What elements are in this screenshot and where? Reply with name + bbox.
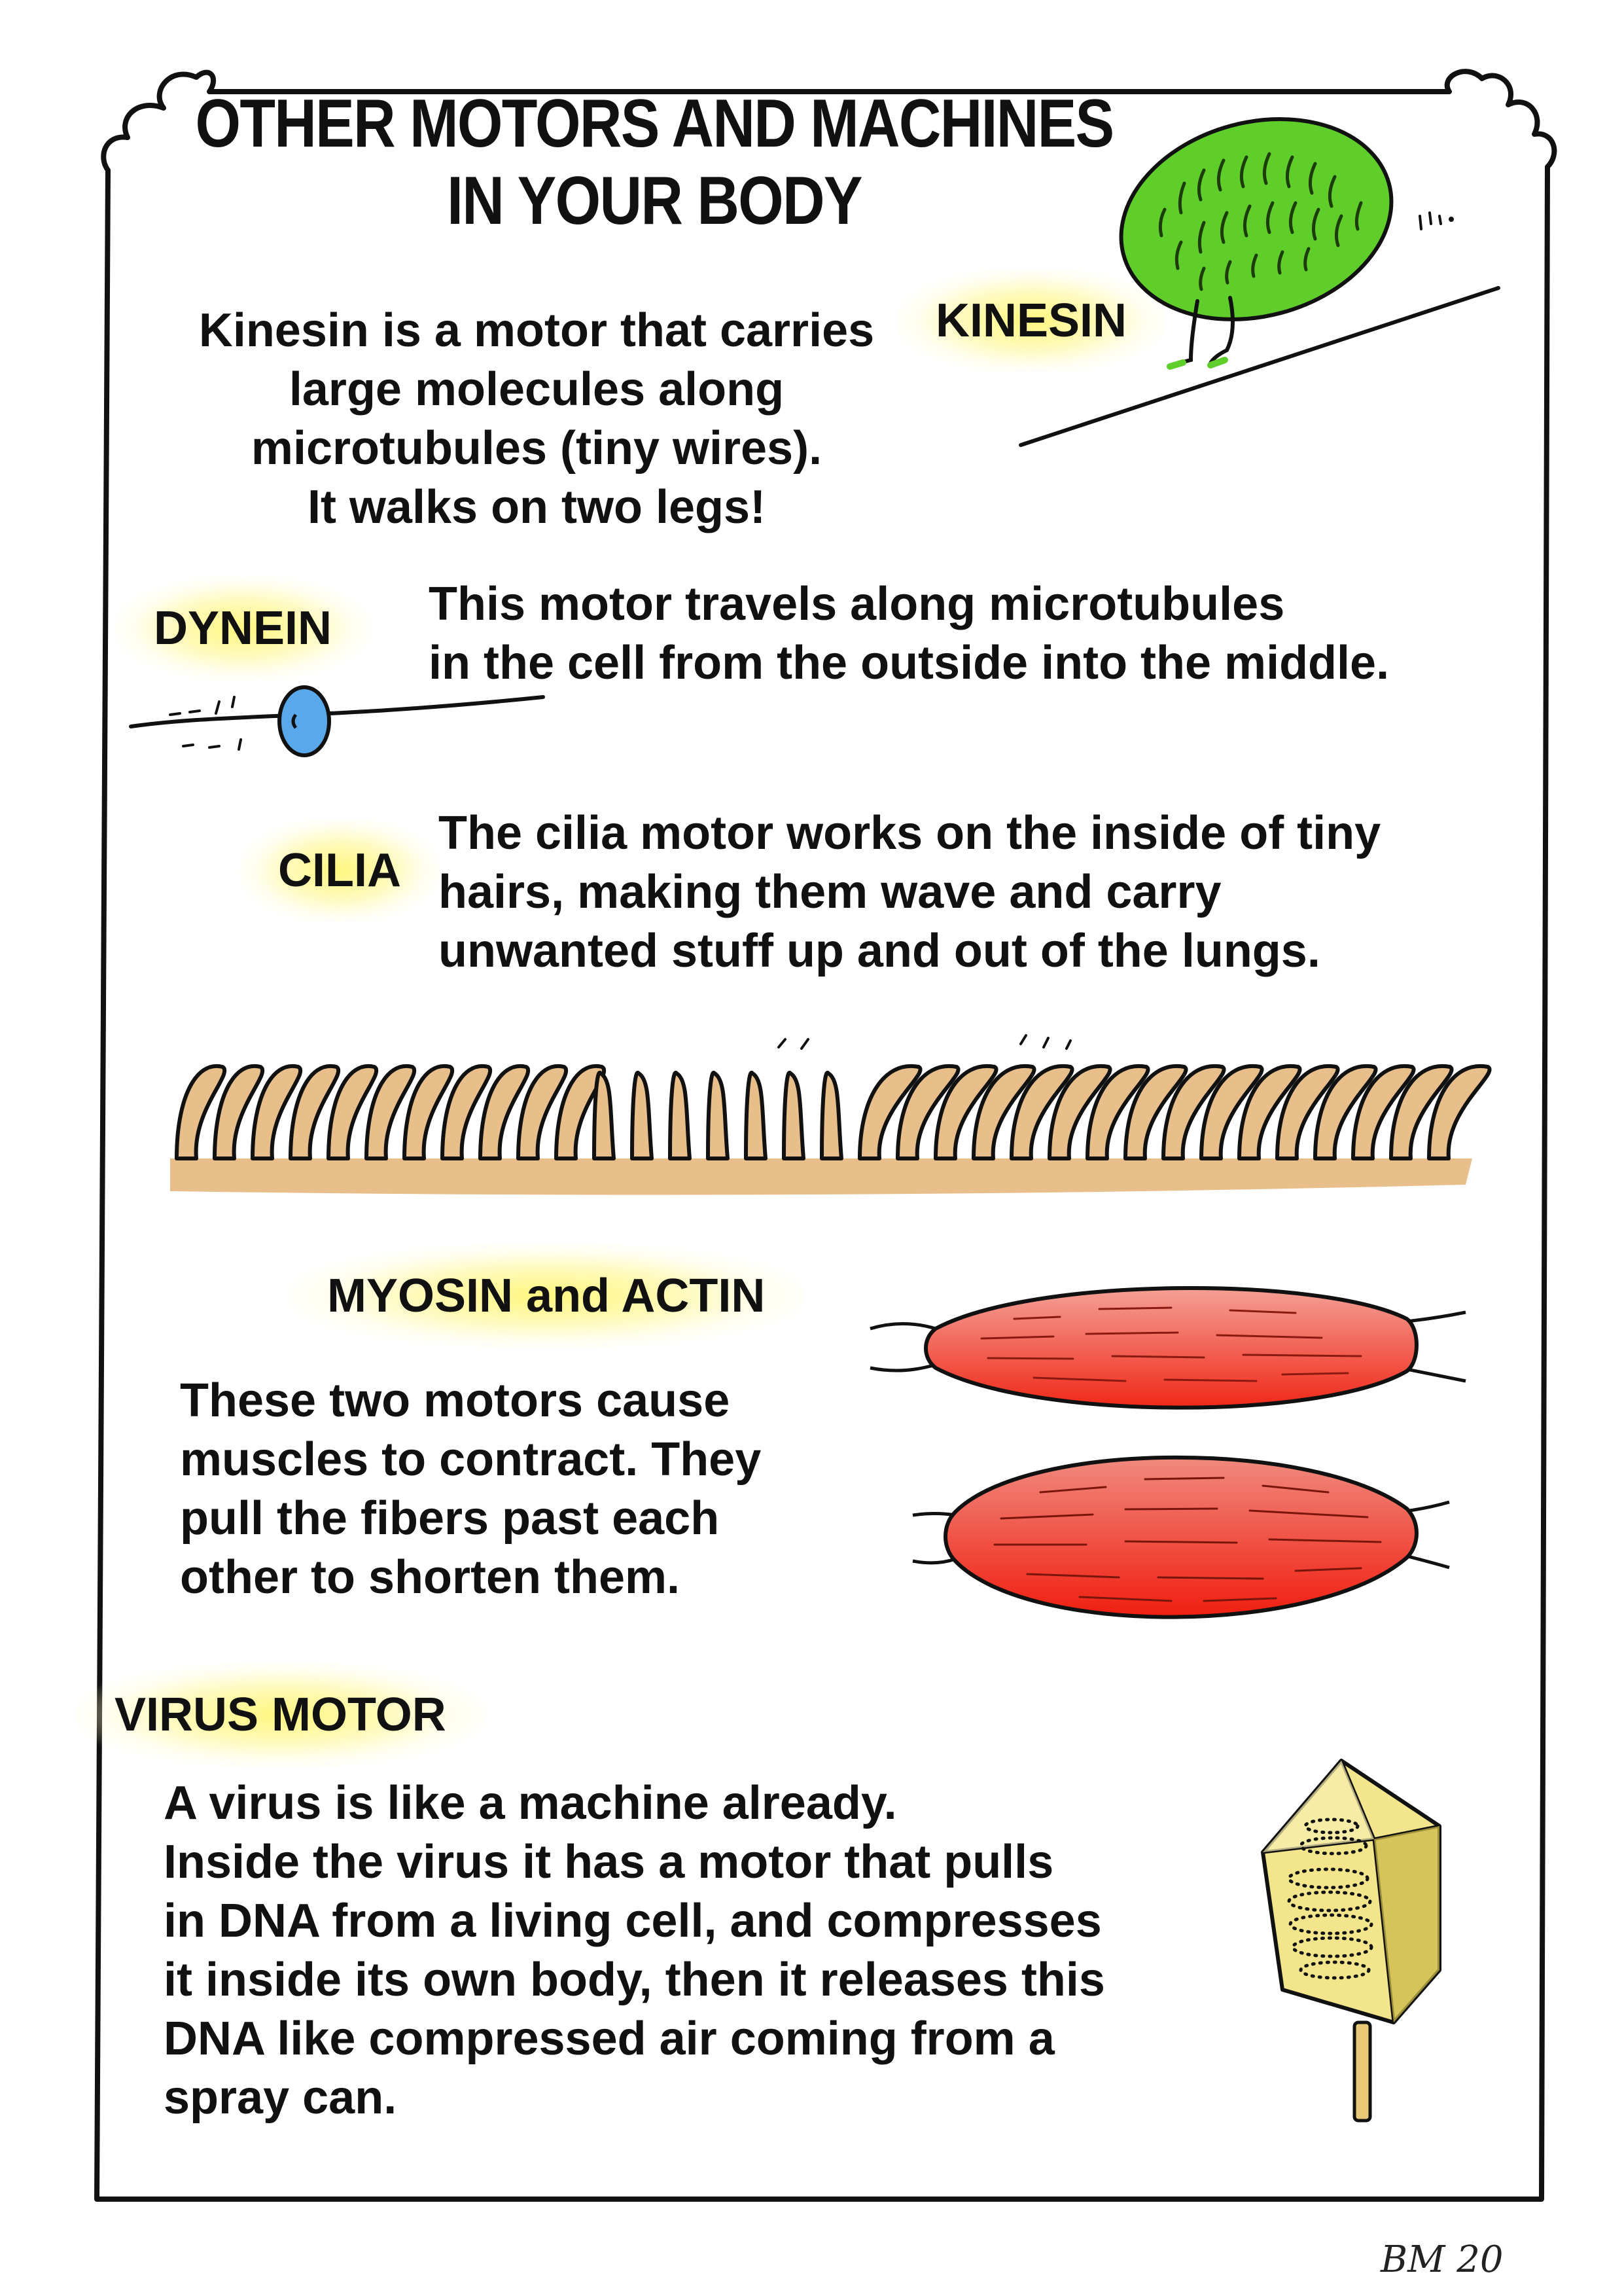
cilia-hair — [1199, 1064, 1264, 1160]
cilia-hair — [1275, 1064, 1340, 1160]
motion-mark — [1019, 1034, 1027, 1045]
dynein-label: DYNEIN — [115, 576, 372, 681]
kinesin-text-line: It walks on two legs! — [307, 481, 766, 533]
myosin-description: These two motors cause muscles to contra… — [180, 1371, 900, 1607]
cilia-hair — [858, 1064, 923, 1160]
motion-mark — [777, 1038, 786, 1049]
cilia-hair — [1161, 1064, 1226, 1160]
myosin-text-line: These two motors cause — [180, 1374, 730, 1427]
kinesin-text-line: microtubules (tiny wires). — [251, 422, 822, 475]
cilia-hair — [820, 1070, 843, 1160]
cilia-hair — [934, 1064, 998, 1160]
cilia-hair — [440, 1064, 493, 1160]
virus-text-line: in DNA from a living cell, and compresse… — [164, 1895, 1102, 1947]
cilia-hair — [1010, 1064, 1074, 1160]
kinesin-label: KINESIN — [896, 268, 1167, 373]
cilia-hair — [1123, 1064, 1188, 1160]
virus-text-line: DNA like compressed air coming from a — [164, 2013, 1055, 2065]
cilia-hair — [782, 1070, 805, 1160]
virus-motor-label: VIRUS MOTOR — [75, 1662, 485, 1767]
cilia-hair — [251, 1064, 303, 1160]
cilia-text-line: The cilia motor works on the inside of t… — [438, 807, 1381, 859]
myosin-text-line: other to shorten them. — [180, 1551, 680, 1604]
cilia-hair — [972, 1064, 1036, 1160]
myosin-text-line: pull the fibers past each — [180, 1492, 720, 1545]
cilia-hair — [213, 1064, 265, 1160]
motion-mark — [800, 1038, 809, 1050]
cilia-hair — [668, 1070, 692, 1160]
kinesin-description: Kinesin is a motor that carries large mo… — [131, 301, 942, 537]
cilia-hair — [289, 1064, 341, 1160]
cilia-hair — [175, 1064, 227, 1160]
dynein-text-line: in the cell from the outside into the mi… — [429, 637, 1390, 689]
motion-mark — [1042, 1037, 1050, 1049]
cilia-hair — [1351, 1064, 1416, 1160]
virus-description: A virus is like a machine already. Insid… — [164, 1774, 1276, 2127]
cilia-hair — [1048, 1064, 1112, 1160]
cilia-description: The cilia motor works on the inside of t… — [438, 804, 1551, 980]
cilia-illustration — [170, 1034, 1492, 1195]
muscle-fiber-relaxed-illustration — [870, 1285, 1466, 1410]
cilia-hair — [744, 1070, 768, 1160]
myosin-text-line: muscles to contract. They — [180, 1433, 762, 1486]
cilia-hair — [706, 1070, 730, 1160]
title-line-1: OTHER MOTORS AND MACHINES — [195, 86, 1115, 162]
cilia-hair — [1086, 1064, 1150, 1160]
motion-mark — [1065, 1039, 1072, 1050]
artist-signature: BM 20 — [1381, 2238, 1504, 2281]
kinesin-text-line: large molecules along — [289, 363, 785, 416]
dynein-illustration — [129, 685, 545, 757]
cilia-hair — [896, 1064, 961, 1160]
virus-text-line: spray can. — [164, 2072, 397, 2124]
muscle-fiber-contracted-illustration — [912, 1455, 1450, 1619]
dynein-description: This motor travels along microtubules in… — [429, 575, 1541, 692]
virus-text-line: A virus is like a machine already. — [164, 1777, 897, 1829]
cilia-hair — [1427, 1064, 1492, 1160]
dynein-text-line: This motor travels along microtubules — [429, 578, 1285, 630]
cilia-label: CILIA — [239, 818, 440, 923]
cilia-hair — [327, 1064, 379, 1160]
cilia-hair — [554, 1064, 607, 1160]
cilia-hair — [1313, 1064, 1378, 1160]
myosin-label: MYOSIN and ACTIN — [288, 1244, 805, 1348]
virus-text-line: it inside its own body, then it releases… — [164, 1954, 1105, 2006]
virus-text-line: Inside the virus it has a motor that pul… — [164, 1836, 1054, 1888]
virus-illustration — [1261, 1759, 1441, 2123]
kinesin-illustration — [1019, 117, 1500, 447]
cilia-hair — [1389, 1064, 1454, 1160]
page-title: OTHER MOTORS AND MACHINES IN YOUR BODY — [92, 85, 1217, 240]
cilia-hair — [1237, 1064, 1302, 1160]
cilia-text-line: unwanted stuff up and out of the lungs. — [438, 925, 1320, 977]
cilia-hair — [402, 1064, 455, 1160]
cilia-hair — [478, 1064, 531, 1160]
kinesin-text-line: Kinesin is a motor that carries — [198, 304, 875, 357]
title-line-2: IN YOUR BODY — [447, 163, 862, 239]
cilia-hair — [630, 1070, 654, 1160]
cilia-hair — [516, 1064, 569, 1160]
cilia-hair — [592, 1070, 616, 1160]
cilia-text-line: hairs, making them wave and carry — [438, 866, 1222, 918]
cilia-hair — [364, 1064, 417, 1160]
